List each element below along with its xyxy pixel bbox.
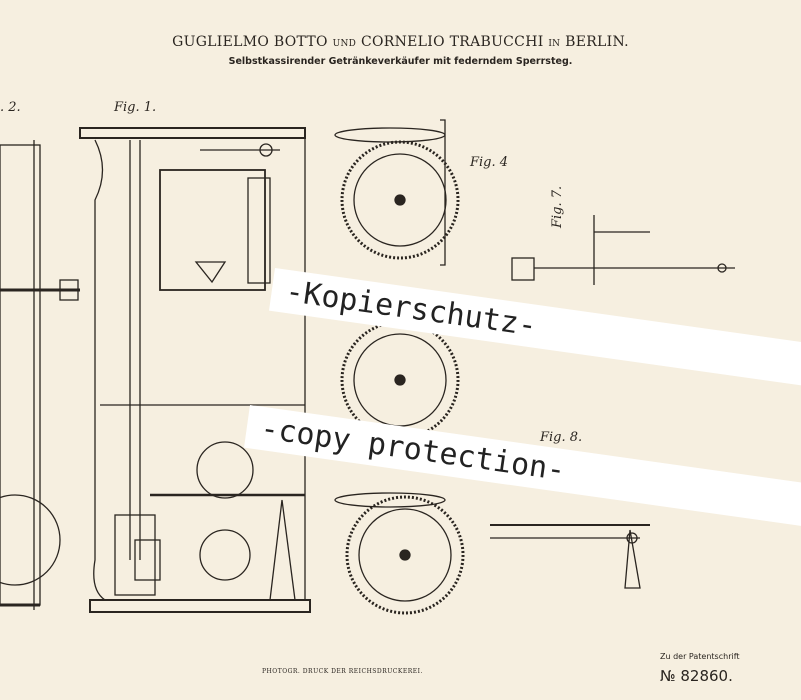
inventor-2: CORNELIO TRABUCCHI bbox=[360, 34, 544, 50]
fig4-drawing bbox=[334, 119, 465, 615]
fig7-drawing bbox=[511, 215, 735, 285]
patent-title: GUGLIELMO BOTTO UND CORNELIO TRABUCCHI I… bbox=[0, 34, 801, 50]
preposition: IN bbox=[548, 39, 561, 49]
fig8-label: Fig. 8. bbox=[540, 430, 583, 445]
city: BERLIN. bbox=[565, 34, 629, 50]
fig2-label: . 2. bbox=[0, 100, 21, 115]
patent-subtitle: Selbstkassirender Getränkeverkäufer mit … bbox=[228, 56, 573, 67]
conjunction: UND bbox=[332, 39, 357, 49]
inventor-1: GUGLIELMO BOTTO bbox=[172, 34, 328, 50]
fig4-label: Fig. 4 bbox=[470, 155, 509, 170]
patent-number: № 82860. bbox=[660, 667, 733, 685]
fig7-label: Fig. 7. bbox=[550, 185, 565, 228]
fig1-drawing bbox=[79, 127, 311, 613]
fig2-drawing bbox=[0, 140, 80, 610]
patent-note: Zu der Patentschrift bbox=[660, 652, 740, 661]
fig1-label: Fig. 1. bbox=[114, 100, 157, 115]
printer-credit: PHOTOGR. DRUCK DER REICHSDRUCKEREI. bbox=[262, 668, 423, 675]
